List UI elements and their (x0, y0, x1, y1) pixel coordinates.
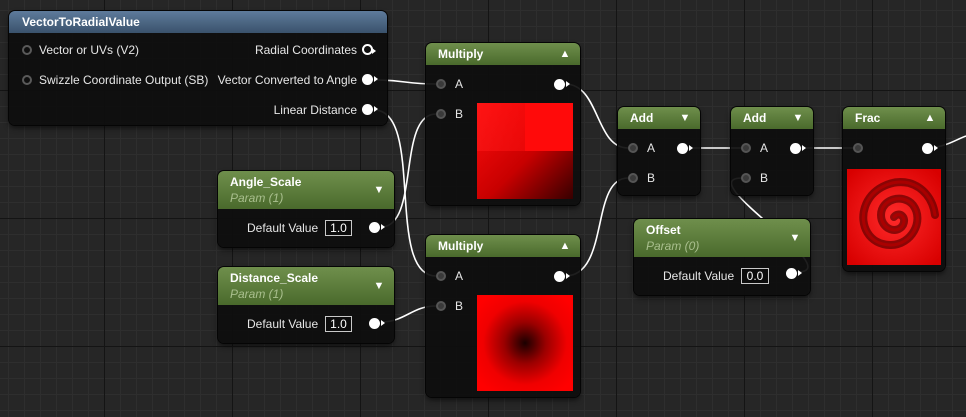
pin-multiply-bottom-b[interactable] (436, 301, 446, 311)
pin-distance-scale-output[interactable] (369, 318, 385, 329)
vector-to-radial-title: VectorToRadialValue (22, 15, 140, 29)
pin-offset-output[interactable] (786, 268, 802, 279)
offset-title: Offset (646, 223, 681, 237)
offset-value-input[interactable]: 0.0 (741, 268, 769, 284)
distance-scale-header[interactable]: Distance_Scale Param (1) ▼ (218, 267, 394, 305)
pin-multiply-top-output[interactable] (554, 79, 570, 90)
multiply-bottom-title: Multiply (438, 239, 484, 253)
add-node-2[interactable]: Add ▼ A B (731, 107, 813, 195)
pin-vector-converted-to-angle[interactable] (362, 74, 378, 85)
label-multiply-bottom-b: B (455, 299, 464, 313)
chevron-down-icon[interactable]: ▼ (679, 112, 691, 124)
label-radial-coordinates: Radial Coordinates (254, 43, 357, 57)
pin-linear-distance[interactable] (362, 104, 378, 115)
distance-scale-subtitle: Param (1) (230, 287, 284, 301)
pin-swizzle-coordinate-output[interactable] (22, 75, 32, 85)
pin-multiply-bottom-a[interactable] (436, 271, 446, 281)
multiply-node-top[interactable]: Multiply ▲ A B (426, 43, 580, 205)
pin-add-1-output[interactable] (677, 143, 693, 154)
chevron-down-icon[interactable]: ▼ (792, 112, 804, 124)
offset-param-node[interactable]: Offset Param (0) ▼ Default Value 0.0 (634, 219, 810, 295)
radial-gradient-preview (477, 295, 573, 391)
pin-vector-or-uvs[interactable] (22, 45, 32, 55)
pin-add-2-output[interactable] (790, 143, 806, 154)
add-2-title: Add (743, 111, 767, 125)
multiply-node-bottom[interactable]: Multiply ▲ A B (426, 235, 580, 397)
pin-angle-scale-output[interactable] (369, 222, 385, 233)
label-swizzle-coordinate-output: Swizzle Coordinate Output (SB) (39, 73, 209, 87)
label-add-1-b: B (647, 171, 656, 185)
label-add-2-a: A (760, 141, 769, 155)
chevron-down-icon[interactable]: ▼ (373, 280, 385, 292)
pin-multiply-top-b[interactable] (436, 109, 446, 119)
frac-header[interactable]: Frac ▲ (843, 107, 945, 129)
label-multiply-top-b: B (455, 107, 464, 121)
pin-radial-coordinates[interactable] (362, 44, 376, 55)
label-add-1-a: A (647, 141, 656, 155)
pin-add-1-b[interactable] (628, 173, 638, 183)
label-multiply-bottom-a: A (455, 269, 464, 283)
label-vector-converted-to-angle: Vector Converted to Angle (217, 73, 357, 87)
offset-default-value-label: Default Value (663, 269, 735, 283)
chevron-down-icon[interactable]: ▼ (789, 232, 801, 244)
label-multiply-top-a: A (455, 77, 464, 91)
add-1-header[interactable]: Add ▼ (618, 107, 700, 129)
vector-to-radial-header[interactable]: VectorToRadialValue (9, 11, 387, 33)
angle-gradient-preview (477, 103, 573, 199)
angle-scale-param-node[interactable]: Angle_Scale Param (1) ▼ Default Value 1.… (218, 171, 394, 247)
distance-scale-param-node[interactable]: Distance_Scale Param (1) ▼ Default Value… (218, 267, 394, 343)
pin-add-2-b[interactable] (741, 173, 751, 183)
add-1-title: Add (630, 111, 654, 125)
pin-multiply-top-a[interactable] (436, 79, 446, 89)
offset-subtitle: Param (0) (646, 239, 700, 253)
distance-scale-value-input[interactable]: 1.0 (325, 316, 352, 332)
pin-add-1-a[interactable] (628, 143, 638, 153)
multiply-bottom-header[interactable]: Multiply ▲ (426, 235, 580, 257)
distance-scale-title: Distance_Scale (230, 271, 319, 285)
label-linear-distance: Linear Distance (273, 103, 357, 117)
collapse-chevron-icon[interactable]: ▲ (559, 240, 571, 252)
angle-scale-default-value-label: Default Value (247, 221, 319, 235)
add-node-1[interactable]: Add ▼ A B (618, 107, 700, 195)
angle-scale-title: Angle_Scale (230, 175, 302, 189)
frac-title: Frac (855, 111, 881, 125)
offset-header[interactable]: Offset Param (0) ▼ (634, 219, 810, 257)
pin-frac-input[interactable] (853, 143, 863, 153)
multiply-top-title: Multiply (438, 47, 484, 61)
frac-node[interactable]: Frac ▲ (843, 107, 945, 271)
angle-scale-value-input[interactable]: 1.0 (325, 220, 352, 236)
label-vector-or-uvs: Vector or UVs (V2) (39, 43, 140, 57)
distance-scale-default-value-label: Default Value (247, 317, 319, 331)
pin-multiply-bottom-output[interactable] (554, 271, 570, 282)
collapse-chevron-icon[interactable]: ▲ (924, 112, 936, 124)
collapse-chevron-icon[interactable]: ▲ (559, 48, 571, 60)
spiral-preview (847, 169, 941, 265)
multiply-top-header[interactable]: Multiply ▲ (426, 43, 580, 65)
angle-scale-header[interactable]: Angle_Scale Param (1) ▼ (218, 171, 394, 209)
vector-to-radial-node[interactable]: VectorToRadialValue Vector or UVs (V2) S… (9, 11, 387, 125)
angle-scale-subtitle: Param (1) (230, 191, 284, 205)
pin-frac-output[interactable] (922, 143, 938, 154)
add-2-header[interactable]: Add ▼ (731, 107, 813, 129)
label-add-2-b: B (760, 171, 769, 185)
pin-add-2-a[interactable] (741, 143, 751, 153)
chevron-down-icon[interactable]: ▼ (373, 184, 385, 196)
